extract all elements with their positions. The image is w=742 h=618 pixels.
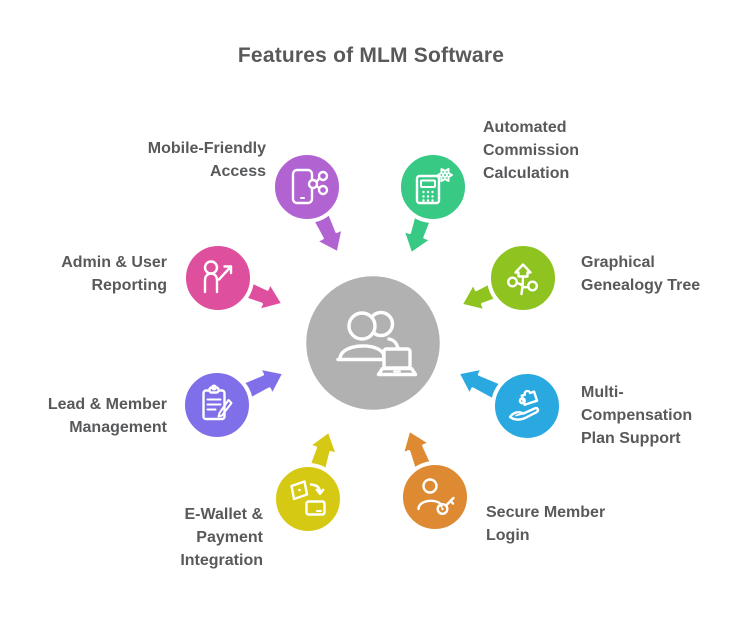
- feature-circle-secure-login: [399, 461, 471, 533]
- feature-circle-admin-reporting: [182, 242, 254, 314]
- label-admin-user-reporting: Admin & User Reporting: [61, 254, 167, 294]
- wallet-payment-icon: [290, 480, 326, 516]
- label-multi-compensation: Multi- Compensation Plan Support: [581, 384, 693, 447]
- calculator-gear-icon: [415, 167, 453, 205]
- clipboard-pencil-icon: [202, 384, 233, 421]
- label-secure-member-login: Secure Member Login: [486, 504, 606, 544]
- feature-circle-mobile-friendly-access: [271, 151, 343, 223]
- blank-corner-box: [590, 567, 742, 618]
- feature-circle-ewallet: [272, 463, 344, 535]
- team-laptop-icon: [336, 310, 418, 377]
- center-circle: [301, 271, 445, 415]
- genealogy-tree-icon: [506, 263, 539, 296]
- label-automated-commission: Automated Commission Calculation: [483, 119, 580, 182]
- user-key-icon: [417, 478, 455, 516]
- feature-circle-multi-compensation: [491, 370, 563, 442]
- page-title: Features of MLM Software: [237, 44, 505, 67]
- label-genealogy-tree: Graphical Genealogy Tree: [581, 254, 701, 294]
- user-growth-arrow-icon: [203, 260, 233, 294]
- smartphone-share-icon: [291, 168, 329, 205]
- hand-puzzle-icon: [508, 389, 540, 421]
- label-lead-member-management: Lead & Member Management: [47, 396, 167, 436]
- label-mobile-friendly-access: Mobile-Friendly Access: [147, 140, 266, 180]
- label-ewallet-payment: E-Wallet & Payment Integration: [180, 506, 263, 569]
